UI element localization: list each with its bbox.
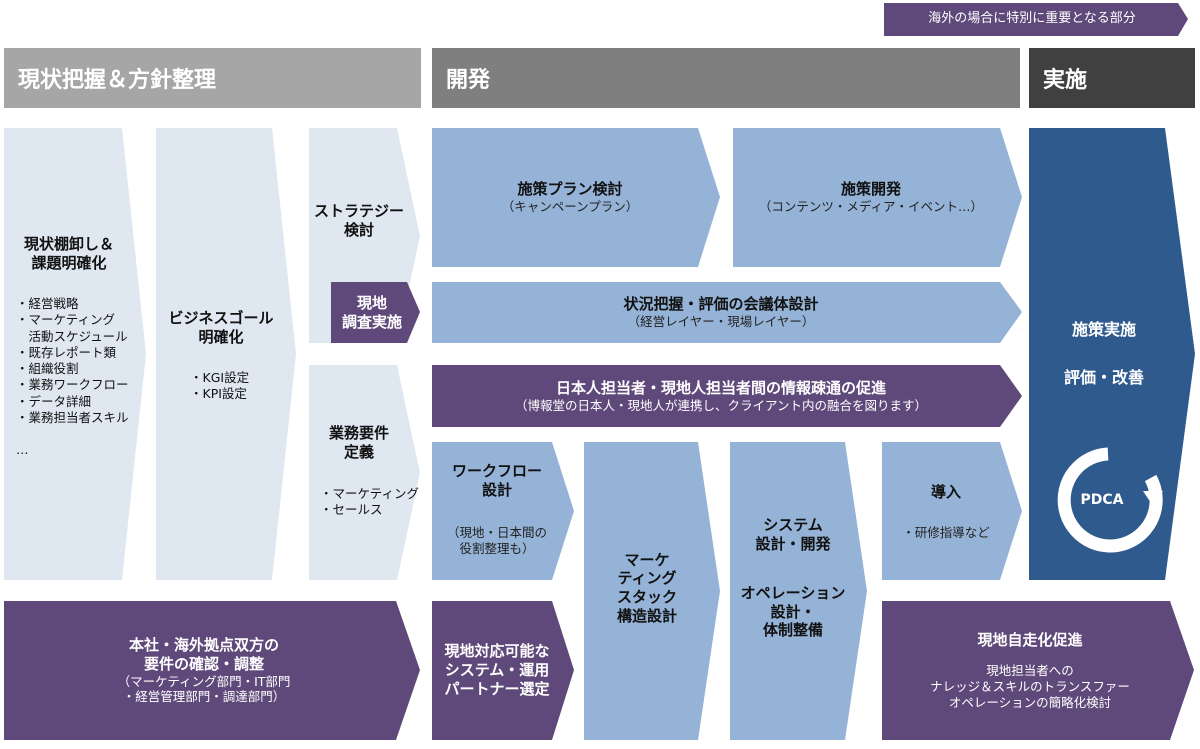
hq-title-line: 要件の確認・調整 xyxy=(143,654,264,673)
hq-sub-line: ・経営管理部門・調達部門） xyxy=(122,689,286,705)
col2-items: ・KGI設定 ・KPI設定 xyxy=(190,370,249,403)
requirements-title: 業務要件定義 xyxy=(328,424,389,461)
pdca-cycle-icon xyxy=(1057,447,1163,553)
col1-items: ・経営戦略 ・マーケティング 活動スケジュール ・既存レポート類 ・組織役割 ・… xyxy=(16,296,129,458)
intro-title: 導入 xyxy=(930,482,961,501)
partner-label: 現地対応可能なシステム・運用パートナー選定 xyxy=(444,642,550,698)
strategy-label: ストラテジー検討 xyxy=(313,202,404,239)
comm-label: 日本人担当者・現地人担当者間の情報疎通の促進 （博報堂の日本人・現地人が連携し、… xyxy=(514,378,927,413)
workflow-arrow xyxy=(432,442,574,580)
col2-arrow xyxy=(156,128,296,580)
comm-arrow xyxy=(432,365,1022,427)
list-item: ・マーケティング xyxy=(320,486,420,501)
hq-sub-line: （マーケティング部門・IT部門 xyxy=(117,673,291,689)
meeting-arrow xyxy=(432,282,1022,343)
plan-label: 施策プラン検討 （キャンペーンプラン） xyxy=(501,180,639,215)
survey-label: 現地調査実施 xyxy=(341,294,402,331)
list-item: ・KPI設定 xyxy=(190,386,247,402)
col2-title: ビジネスゴール明確化 xyxy=(168,309,274,346)
plan-arrow xyxy=(432,128,720,267)
stack-arrow xyxy=(584,442,720,740)
col1-arrow xyxy=(4,128,146,580)
evaluation-title: 評価・改善 xyxy=(1063,368,1144,387)
header-phase1-bg xyxy=(4,48,421,108)
legend-badge xyxy=(884,3,1188,36)
dev-arrow xyxy=(733,128,1022,267)
header-phase1: 現状把握＆方針整理 xyxy=(18,68,217,93)
pdca-arrow-head xyxy=(1143,491,1163,506)
requirements-arrow xyxy=(309,365,420,580)
hq-box-label: 本社・海外拠点双方の 要件の確認・調整 （マーケティング部門・IT部門 ・経営管… xyxy=(4,601,404,740)
autonomy-arrow xyxy=(882,601,1194,740)
dev-label: 施策開発 （コンテンツ・メディア・イベント…） xyxy=(758,180,984,215)
intro-sub: ・研修指導など xyxy=(902,525,990,541)
legend-label: 海外の場合に特別に重要となる部分 xyxy=(928,11,1136,27)
workflow-title: ワークフロー設計 xyxy=(451,462,542,499)
execution-title: 施策実施 xyxy=(1071,320,1136,339)
header-phase2-bg xyxy=(432,48,1020,108)
stack-label: マーケティングスタック構造設計 xyxy=(616,550,677,625)
system-title: システム設計・開発 xyxy=(755,516,831,553)
list-item: ・マーケティング xyxy=(16,312,116,328)
header-phase2: 開発 xyxy=(446,68,491,93)
col1-title: 現状棚卸し＆課題明確化 xyxy=(23,235,114,272)
list-item: … xyxy=(16,442,29,457)
list-item: ・KGI設定 xyxy=(190,370,250,385)
system-arrow xyxy=(730,442,867,740)
autonomy-label: 現地自走化促進 現地担当者への ナレッジ＆スキルのトランスファー オペレーション… xyxy=(930,630,1130,710)
pdca-label: PDCA xyxy=(1080,492,1124,509)
header-phase3: 実施 xyxy=(1043,68,1088,93)
list-item xyxy=(16,426,129,442)
list-item: 活動スケジュール xyxy=(16,328,128,344)
list-item: ・セールス xyxy=(320,502,383,518)
header-phase3-bg xyxy=(1029,48,1195,108)
list-item: ・業務担当者スキル xyxy=(16,409,129,425)
meeting-label: 状況把握・評価の会議体設計 （経営レイヤー・現場レイヤー） xyxy=(623,295,819,330)
hq-title-line: 本社・海外拠点双方の xyxy=(128,636,279,655)
list-item: ・業務ワークフロー xyxy=(16,377,129,393)
operation-title: オペレーション設計・体制整備 xyxy=(740,583,846,640)
hq-arrow xyxy=(4,601,420,740)
survey-box xyxy=(331,282,420,343)
list-item: ・組織役割 xyxy=(16,361,79,376)
requirements-items: ・マーケティング ・セールス xyxy=(320,486,419,519)
workflow-sub: （現地・日本間の役割整理も） xyxy=(446,525,547,556)
list-item: ・データ詳細 xyxy=(16,393,92,409)
list-item: ・経営戦略 xyxy=(16,296,79,311)
list-item: ・既存レポート類 xyxy=(16,344,117,360)
partner-arrow xyxy=(432,601,574,740)
intro-arrow xyxy=(882,442,1022,580)
